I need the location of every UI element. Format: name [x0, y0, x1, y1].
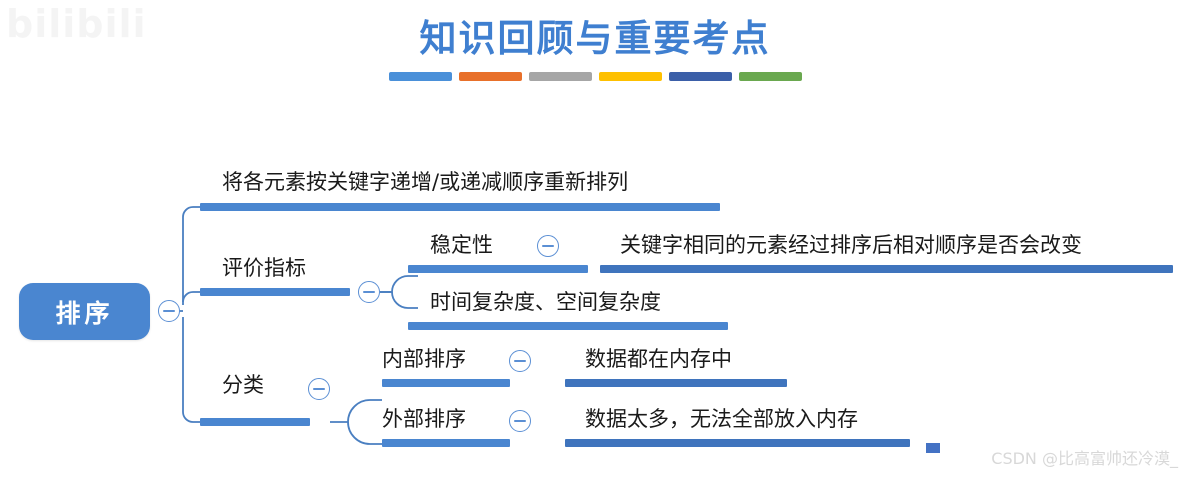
branch-3-child-2-detail[interactable]: 数据太多，无法全部放入内存: [585, 407, 858, 431]
branch-3-child-1-collapse-toggle-icon[interactable]: [509, 350, 531, 372]
branch-2-underline: [200, 288, 350, 296]
branch-3-child-1-detail[interactable]: 数据都在内存中: [585, 347, 732, 371]
branch-3-collapse-toggle-icon[interactable]: [308, 378, 330, 400]
branch-2-child-2-underline: [408, 322, 728, 330]
branch-2-collapse-toggle-icon[interactable]: [358, 281, 380, 303]
branch-1-label[interactable]: 将各元素按关键字递增/或递减顺序重新排列: [222, 170, 629, 194]
root-node-label: 排序: [55, 298, 114, 328]
branch-2-child-1-collapse-toggle-icon[interactable]: [537, 235, 559, 257]
branch-2-child-1-detail[interactable]: 关键字相同的元素经过排序后相对顺序是否会改变: [620, 233, 1082, 257]
branch-2-child-2-label[interactable]: 时间复杂度、空间复杂度: [430, 290, 661, 314]
branch-2-child-1-underline: [408, 265, 588, 273]
title-bar-gray: [529, 72, 592, 81]
mindmap-root-node[interactable]: 排序: [19, 283, 150, 340]
title-bar-yellow: [599, 72, 662, 81]
root-collapse-toggle-icon[interactable]: [158, 300, 180, 322]
branch-2-label[interactable]: 评价指标: [222, 256, 306, 280]
branch-1-underline: [200, 203, 720, 211]
branch-3-child-2-detail-underline: [565, 439, 910, 447]
bilibili-watermark: bilibili: [6, 2, 147, 46]
title-underline-bars: [389, 72, 802, 81]
title-bar-blue: [389, 72, 452, 81]
page-title: 知识回顾与重要考点: [419, 17, 771, 60]
branch-3-underline: [200, 418, 310, 426]
branch-3-child-2-collapse-toggle-icon[interactable]: [509, 410, 531, 432]
branch-3-label[interactable]: 分类: [222, 373, 264, 397]
branch-3-child-2-underline: [382, 439, 510, 447]
branch-3-child-1-underline: [382, 379, 510, 387]
title-bar-orange: [459, 72, 522, 81]
csdn-logo-mark: [926, 443, 940, 453]
title-bar-green: [739, 72, 802, 81]
branch-3-child-1-label[interactable]: 内部排序: [382, 347, 466, 371]
branch-2-child-1-detail-underline: [600, 265, 1173, 273]
csdn-watermark: CSDN @比高富帅还冷漠_: [991, 449, 1178, 468]
branch-3-child-2-label[interactable]: 外部排序: [382, 407, 466, 431]
branch-2-child-1-label[interactable]: 稳定性: [430, 233, 493, 257]
branch-3-child-1-detail-underline: [565, 379, 787, 387]
title-bar-navy: [669, 72, 732, 81]
